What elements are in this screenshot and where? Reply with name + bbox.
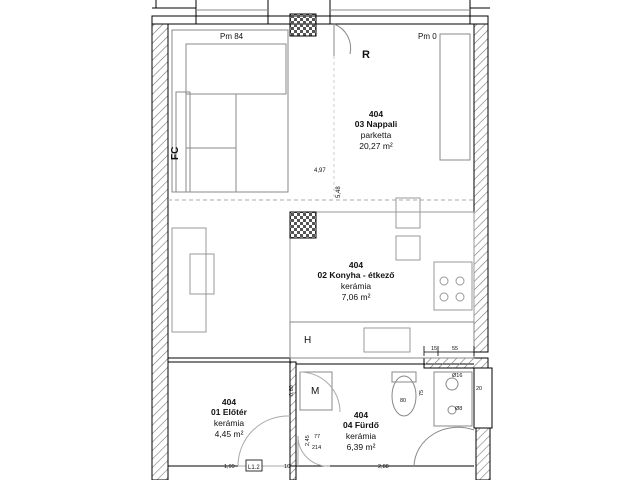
dim-288: 2,88 [378,464,389,470]
wardrobe [439,33,471,161]
room-floor: parketta [361,130,392,140]
room-number: 404 [369,109,383,119]
room-name: 02 Konyha - étkező [318,270,395,280]
room-furdo: 404 04 Fürdő kerámia 6,39 m² [343,410,379,452]
h-mark: H [304,335,311,346]
room-name: 03 Nappali [355,119,398,129]
dim-77: 77 [314,434,320,440]
kitchen-counter [289,197,475,359]
entry-door-arc [333,23,352,55]
m-mark: M [311,386,319,397]
dimension-ticks [295,346,475,372]
dim-55: 55 [452,346,458,352]
room-nappali: 404 03 Nappali parketta 20,27 m² [355,109,398,151]
bathroom-fixtures [237,371,475,467]
room-area: 4,45 m² [215,429,244,439]
dim-20: 20 [476,386,482,392]
room-eloter: 404 01 Előtér kerámia 4,45 m² [211,397,248,439]
desk [171,227,215,333]
dim-80: 80 [400,398,406,404]
dim-245: 2,45 [305,435,311,446]
l12-tag: L1.2 [248,465,260,471]
l12-tag-box [245,459,263,472]
room-name: 04 Fürdő [343,420,379,430]
dim-497: 4,97 [314,168,326,174]
room-floor: kerámia [346,431,377,441]
room-number: 404 [222,397,236,407]
dim-548: 5,48 [336,186,342,198]
small-dimensions: 15 55 0,60 Ø16 20 75 80 Ø8 2,45 77 214 1… [224,346,482,470]
dim-199: 1,99 [224,464,235,470]
fc-mark: FC [170,147,181,160]
dim-15: 15 [431,346,437,352]
room-area: 7,06 m² [342,292,371,302]
dim-75: 75 [419,390,425,396]
room-number: 404 [349,260,363,270]
room-area: 6,39 m² [347,442,376,452]
dim-16: Ø16 [452,373,462,379]
r-mark: R [362,49,370,61]
room-number: 404 [354,410,368,420]
room-floor: kerámia [341,281,372,291]
pm0-label: Pm 0 [418,32,437,41]
dim-060: 0,60 [289,385,295,396]
interior-walls [168,322,493,480]
room-konyha: 404 02 Konyha - étkező kerámia 7,06 m² [318,260,395,302]
room-name: 01 Előtér [211,407,248,417]
dim-8: Ø8 [455,406,462,412]
column-block [289,13,317,37]
exterior-walls [151,0,490,480]
room-floor: kerámia [214,418,245,428]
room-area: 20,27 m² [359,141,393,151]
dim-214: 214 [312,445,321,451]
dim-10: 10 [284,464,290,470]
sofa [171,29,289,193]
pm84-label: Pm 84 [220,32,244,41]
